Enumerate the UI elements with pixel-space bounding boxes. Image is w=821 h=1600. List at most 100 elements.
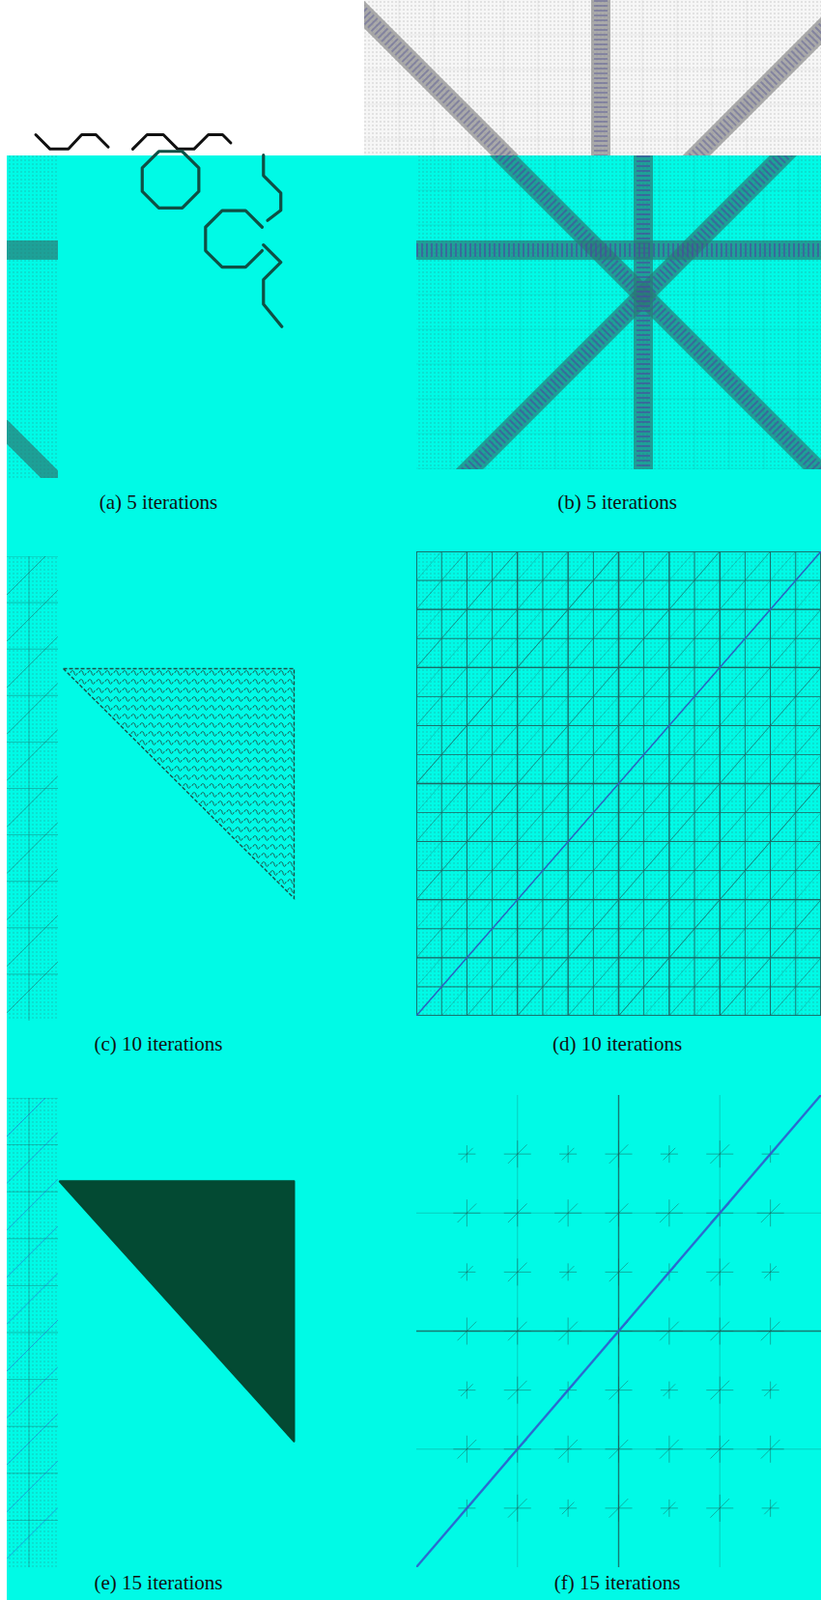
matrix-diagonal	[719, 667, 821, 784]
matrix-block	[567, 696, 594, 726]
matrix-diagonal	[466, 638, 492, 668]
matrix-diagonal	[567, 551, 594, 581]
matrix-block	[619, 900, 645, 930]
matrix-block	[466, 842, 492, 872]
matrix-diagonal	[795, 784, 821, 814]
matrix-diagonal	[593, 842, 619, 872]
matrix-diagonal	[466, 609, 492, 639]
matrix-diagonal	[517, 725, 568, 784]
matrix-fragment	[0, 155, 58, 1568]
matrix-diagonal	[719, 929, 745, 959]
matrix-block	[669, 551, 720, 610]
matrix-block	[770, 725, 821, 784]
matrix-diagonal	[492, 725, 518, 755]
matrix-diagonal	[6, 590, 58, 642]
matrix-diagonal	[441, 638, 467, 668]
matrix-block	[619, 842, 670, 901]
matrix-diagonal	[542, 900, 568, 930]
matrix-block	[517, 551, 620, 668]
matrix-plot	[416, 155, 821, 470]
matrix-diagonal	[619, 551, 670, 610]
matrix-block	[416, 551, 518, 668]
matrix-diagonal	[669, 784, 720, 843]
matrix-diagonal	[542, 871, 568, 901]
matrix-diagonal	[492, 580, 518, 610]
matrix-diagonal	[542, 754, 568, 784]
matrix-diagonal	[669, 842, 695, 872]
matrix-block	[795, 871, 821, 901]
matrix-block	[466, 842, 517, 901]
matrix-diagonal	[593, 667, 619, 697]
matrix-grid	[503, 0, 505, 156]
matrix-diagonal	[669, 551, 695, 581]
matrix-diagonal	[744, 900, 770, 930]
matrix-diagonal	[593, 725, 619, 755]
matrix-diagonal	[466, 551, 492, 581]
matrix-diagonal	[416, 900, 442, 930]
matrix-block	[416, 667, 518, 784]
matrix-band	[364, 0, 821, 156]
matrix-diagonal	[416, 667, 442, 697]
matrix-diagonal	[567, 958, 594, 988]
matrix-block	[619, 900, 670, 959]
matrix-diagonal	[770, 900, 796, 930]
matrix-diagonal	[441, 842, 467, 872]
matrix-diagonal	[719, 900, 821, 1017]
matrix-block	[441, 551, 467, 581]
matrix-block	[416, 900, 467, 959]
matrix-block	[542, 551, 568, 581]
matrix-block	[492, 813, 518, 843]
matrix-block	[466, 696, 492, 726]
matrix-diagonal	[619, 667, 670, 726]
matrix-diagonal	[517, 609, 543, 639]
matrix-diagonal	[719, 580, 745, 610]
matrix-diagonal	[669, 987, 695, 1017]
matrix-diagonal	[416, 551, 467, 610]
matrix-diagonal	[694, 725, 720, 755]
matrix-block	[567, 958, 594, 988]
matrix-block	[492, 754, 518, 784]
matrix-diagonal	[694, 958, 720, 988]
matrix-block	[619, 609, 670, 668]
matrix-diagonal	[644, 958, 670, 988]
matrix-grid	[6, 1098, 58, 1100]
matrix-star	[508, 1381, 528, 1401]
matrix-diagonal	[466, 958, 517, 1017]
matrix-diagonal	[416, 871, 442, 901]
matrix-diagonal	[567, 784, 594, 814]
matrix-block	[466, 551, 492, 581]
matrix-diagonal	[619, 958, 645, 988]
matrix-block	[542, 609, 568, 639]
matrix-diagonal	[466, 842, 492, 872]
matrix-diagonal	[719, 725, 770, 784]
matrix-diagonal	[416, 784, 518, 901]
matrix-grid	[572, 0, 574, 156]
matrix-block	[744, 987, 770, 1017]
matrix-diagonal	[669, 929, 695, 959]
matrix-diagonal	[416, 551, 518, 668]
matrix-block	[593, 551, 619, 581]
matrix-block	[593, 725, 619, 755]
matrix-grid	[642, 0, 644, 156]
matrix-diagonal	[770, 609, 821, 668]
matrix-grid	[398, 0, 400, 156]
matrix-diagonal	[542, 813, 568, 843]
caption-holder: (b) 5 iterations	[557, 489, 678, 515]
matrix-block	[567, 551, 619, 610]
matrix-diagonal	[517, 900, 568, 959]
matrix-diagonal	[593, 813, 619, 843]
matrix-diagonal	[416, 784, 442, 814]
matrix-grid	[520, 155, 522, 470]
matrix-block	[492, 638, 518, 668]
matrix-texture	[6, 1098, 58, 1568]
matrix-block	[719, 958, 770, 1017]
subfigure-caption: (f) 15 iterations	[554, 1571, 681, 1595]
matrix-diagonal	[770, 958, 821, 1017]
matrix-diagonal	[744, 725, 770, 755]
matrix-block	[542, 725, 568, 755]
matrix-grid	[711, 0, 713, 156]
matrix-block	[619, 958, 645, 988]
matrix-diagonal	[466, 958, 492, 988]
matrix-block	[466, 551, 517, 610]
matrix-block	[517, 754, 543, 784]
